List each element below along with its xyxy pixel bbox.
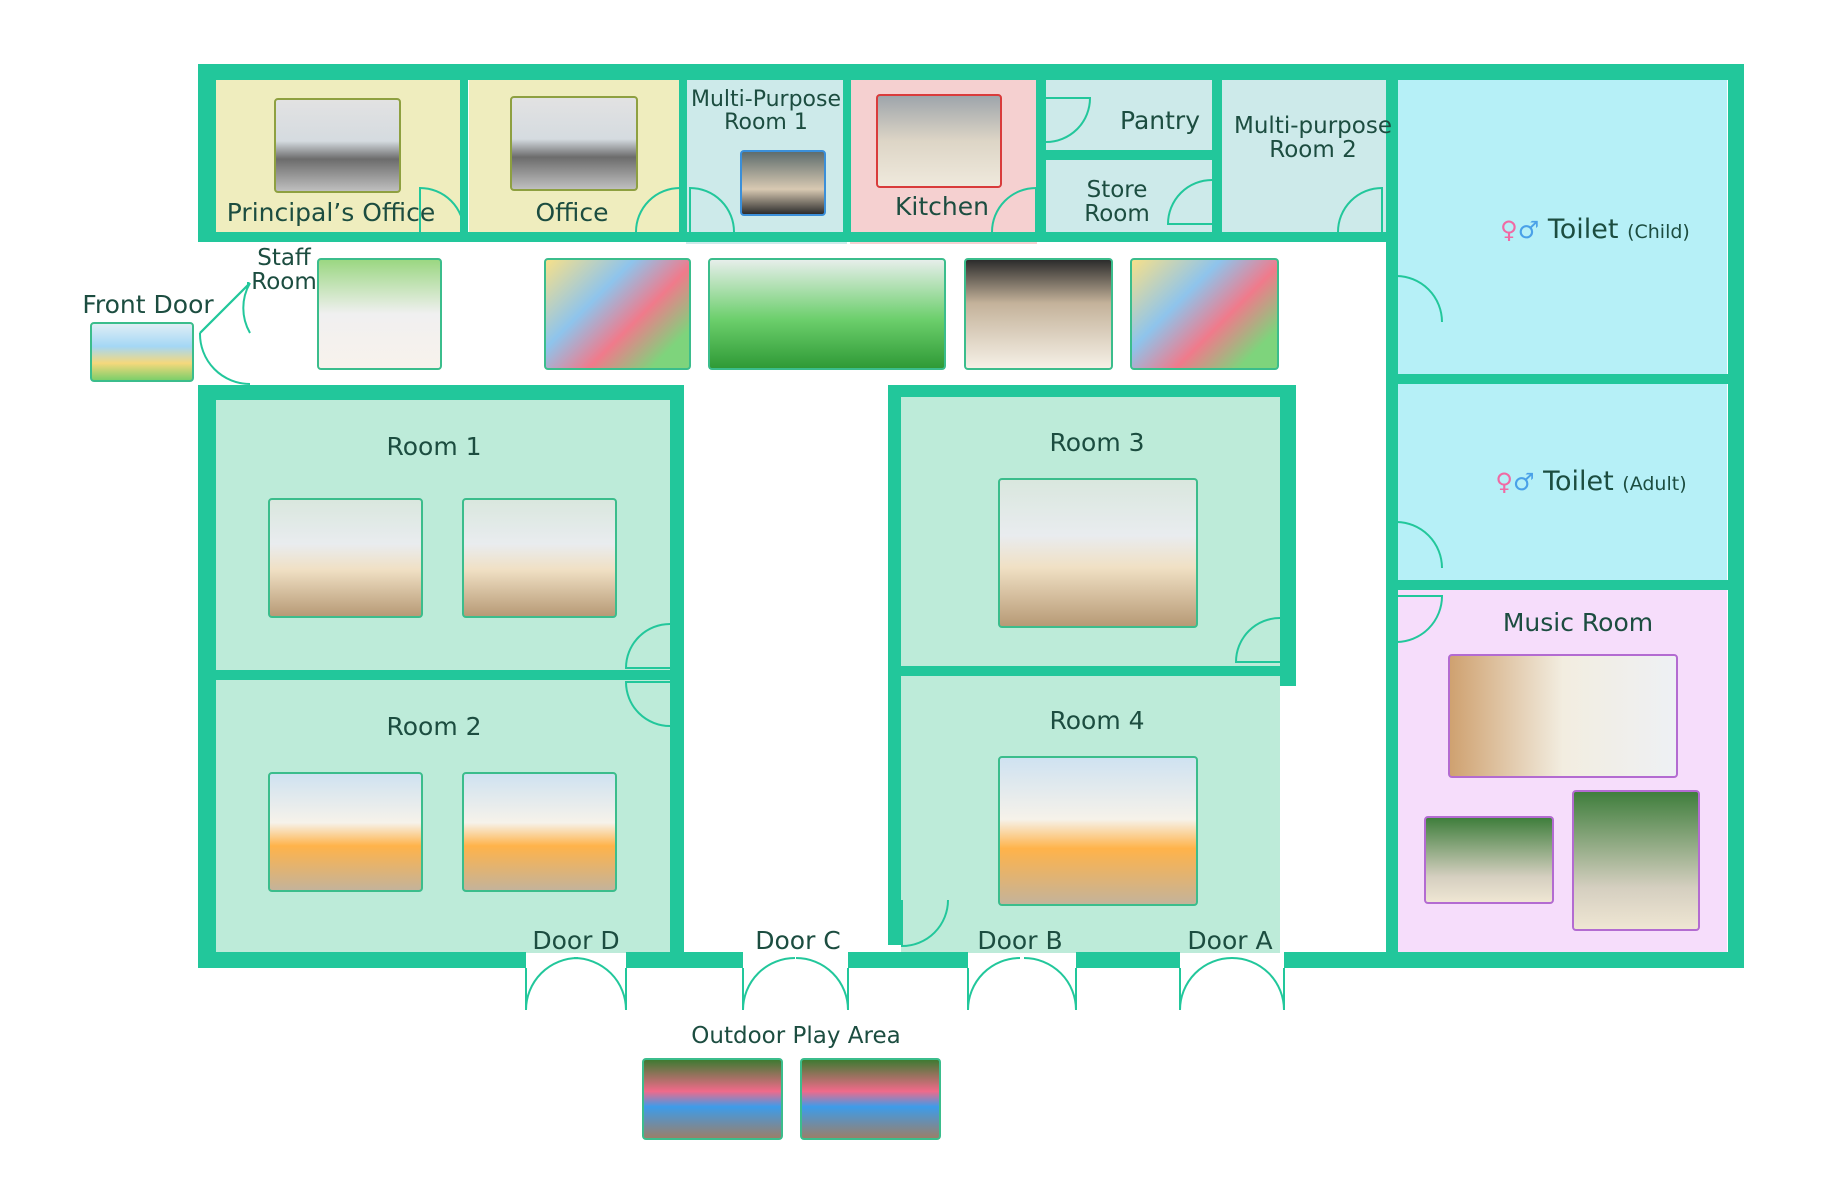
wall-pantry-store: [1036, 150, 1212, 160]
wall-mpr1-kitchen: [843, 78, 851, 242]
outer-wall-top: [198, 64, 1744, 80]
outer-wall-bottom-4: [1076, 952, 1180, 968]
door-d-label: Door D: [532, 926, 620, 955]
staff-line1: Staff: [257, 245, 311, 271]
mpr2-line1: Multi-purpose: [1234, 113, 1392, 139]
door-a-label: Door A: [1187, 926, 1273, 955]
room-3-label: Room 3: [1049, 428, 1145, 457]
toilet-child-qualifier: (Child): [1627, 221, 1690, 243]
outdoor-photo-1[interactable]: [642, 1058, 783, 1140]
wall-toilets: [1396, 374, 1728, 384]
outer-wall-bottom-2: [626, 952, 743, 968]
outer-wall-bottom-5: [1284, 952, 1744, 968]
outer-wall-left-lower: [198, 385, 216, 968]
restroom-people-icon: ♀♂: [1495, 468, 1535, 496]
office-photo[interactable]: [510, 96, 638, 191]
music-room-photo-3[interactable]: [1572, 790, 1700, 931]
room-2-label: Room 2: [386, 712, 482, 741]
wall-store-mpr2: [1212, 78, 1222, 242]
toilet-child-label: ♀♂ Toilet (Child): [1500, 214, 1690, 245]
mpr2-line2: Room 2: [1269, 137, 1357, 164]
room-4-photo[interactable]: [998, 756, 1198, 906]
wall-room3-right: [1280, 385, 1296, 675]
store-room-area[interactable]: [1045, 160, 1213, 240]
toilet-child-area[interactable]: [1396, 78, 1727, 374]
wall-room4-right: [1280, 676, 1296, 686]
multi-purpose-room-2-label: Multi-purpose Room 2: [1234, 114, 1392, 162]
corridor-photo-2[interactable]: [708, 258, 946, 370]
staff-line2: Room: [251, 269, 317, 296]
room-2-photo-2[interactable]: [462, 772, 617, 892]
toilet-adult-text: Toilet: [1543, 466, 1614, 497]
pantry-area[interactable]: [1045, 78, 1213, 150]
corridor-photo-1[interactable]: [544, 258, 691, 370]
multi-purpose-room-2-area[interactable]: [1221, 78, 1391, 240]
outdoor-photo-2[interactable]: [800, 1058, 941, 1140]
office-label: Office: [535, 198, 609, 227]
wall-room1-top: [216, 385, 684, 400]
toilet-adult-qualifier: (Adult): [1622, 473, 1687, 495]
wall-toilet-music: [1396, 580, 1728, 590]
wall-room3-left: [888, 385, 901, 945]
wall-office-mpr1: [679, 78, 687, 242]
restroom-people-icon: ♀♂: [1500, 216, 1540, 244]
room-1-label: Room 1: [386, 432, 482, 461]
kitchen-label: Kitchen: [895, 192, 989, 221]
music-room-photo-1[interactable]: [1448, 654, 1678, 778]
front-door-photo[interactable]: [90, 322, 194, 382]
toilet-child-text: Toilet: [1547, 214, 1619, 245]
wall-kitchen-pantry: [1036, 78, 1046, 242]
wall-principal-office: [460, 78, 468, 234]
kitchen-photo[interactable]: [876, 94, 1002, 188]
music-room-photo-2[interactable]: [1424, 816, 1554, 904]
pantry-label: Pantry: [1120, 106, 1200, 135]
room-2-photo-1[interactable]: [268, 772, 423, 892]
outer-wall-right: [1728, 64, 1744, 968]
outdoor-play-area-label: Outdoor Play Area: [691, 1023, 901, 1049]
principals-office-label: Principal’s Office: [226, 198, 436, 227]
store-line2: Room: [1084, 201, 1150, 228]
multi-purpose-room-1-label: Multi-Purpose Room 1: [691, 88, 841, 134]
music-room-label: Music Room: [1502, 608, 1654, 637]
outer-wall-bottom-1: [198, 952, 526, 968]
mpr1-line2: Room 1: [724, 110, 808, 136]
store-room-label: Store Room: [1084, 178, 1150, 226]
wall-room1-room2: [216, 670, 684, 680]
staff-room-label: Staff Room: [251, 246, 317, 294]
outer-wall-left-upper: [198, 64, 216, 242]
room-1-photo-1[interactable]: [268, 498, 423, 618]
toilet-adult-area[interactable]: [1396, 384, 1727, 582]
door-c-label: Door C: [755, 926, 841, 955]
room-4-label: Room 4: [1049, 706, 1145, 735]
front-door-label: Front Door: [82, 290, 214, 319]
door-b-label: Door B: [977, 926, 1063, 955]
mpr1-line1: Multi-Purpose: [690, 87, 842, 112]
store-line1: Store: [1086, 177, 1148, 203]
multi-purpose-room-1-photo[interactable]: [740, 150, 826, 216]
outer-wall-bottom-3: [848, 952, 968, 968]
room-3-photo[interactable]: [998, 478, 1198, 628]
corridor-photo-3[interactable]: [964, 258, 1113, 370]
wall-top-row-bottom: [216, 232, 1396, 242]
toilet-adult-label: ♀♂ Toilet (Adult): [1495, 466, 1687, 497]
room-1-photo-2[interactable]: [462, 498, 617, 618]
wall-room3-room4: [888, 666, 1296, 676]
wall-room3-top: [888, 385, 1296, 397]
principals-office-photo[interactable]: [274, 98, 401, 193]
corridor-photo-4[interactable]: [1130, 258, 1279, 370]
staff-room-photo[interactable]: [317, 258, 442, 370]
